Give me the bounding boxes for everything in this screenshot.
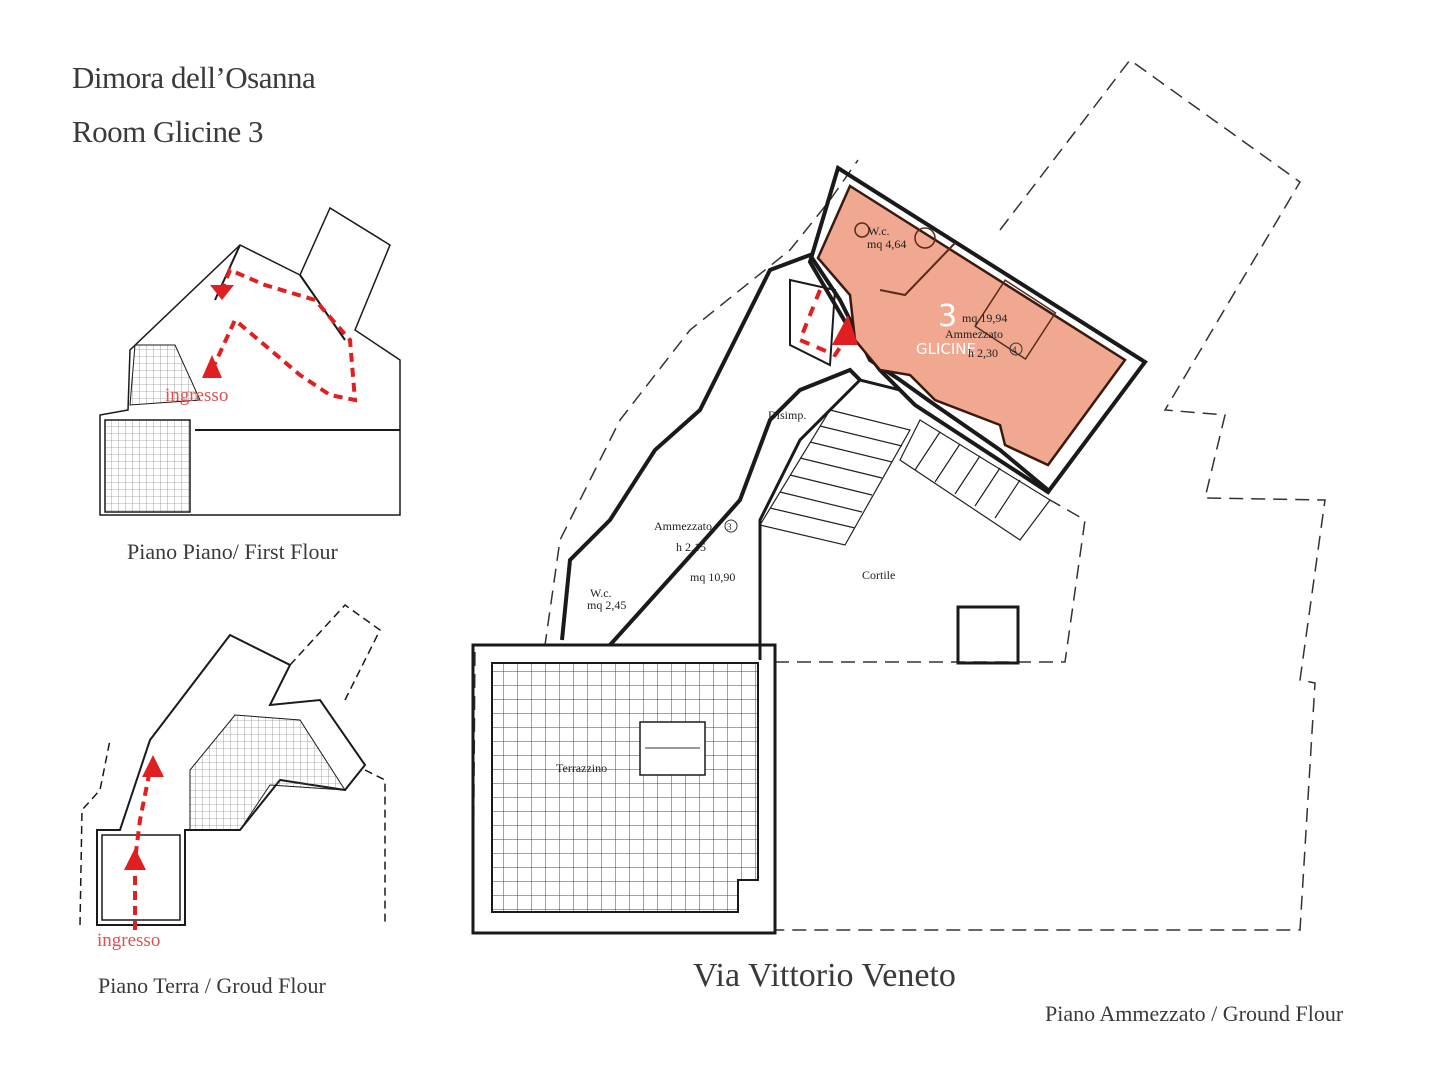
- first-floor-plan: [99, 206, 401, 516]
- stairs: [759, 409, 1051, 546]
- glicine-wc-name: W.c.: [868, 224, 890, 238]
- first-floor-caption: Piano Piano/ First Flour: [127, 539, 338, 564]
- room-glicine-highlight: [816, 184, 1127, 467]
- dashed-boundary-right: [775, 58, 1326, 931]
- ground-floor-caption: Piano Terra / Groud Flour: [98, 973, 326, 998]
- ammezzato-height: h 2,15: [676, 540, 706, 554]
- disimp-label: Disimp.: [768, 408, 806, 422]
- mezzanine-plan: W.c. mq 4,64 3 mq 19,94 Ammezzato GLICIN…: [471, 58, 1326, 935]
- wc2-area: mq 2,45: [587, 598, 626, 612]
- room-glicine-outer: [807, 164, 1148, 495]
- glicine-level: Ammezzato: [945, 327, 1003, 341]
- dashed-cortile: [775, 499, 1086, 663]
- terrazzino-label: Terrazzino: [556, 761, 607, 775]
- glicine-wc-area: mq 4,64: [867, 237, 906, 251]
- room-number: 3: [938, 299, 957, 334]
- cortile-box: [956, 605, 1020, 665]
- terrace-tiles: [491, 662, 759, 913]
- ammezzato-name: Ammezzato: [654, 519, 712, 533]
- room-name: Room Glicine 3: [72, 114, 264, 149]
- route-arrow-main: [797, 289, 847, 358]
- glicine-area: mq 19,94: [962, 311, 1007, 325]
- terrace-outline: [471, 643, 777, 935]
- street-name: Via Vittorio Veneto: [693, 957, 956, 994]
- ground-floor-entrance-label: ingresso: [97, 930, 161, 951]
- room-name-label: GLICINE: [916, 340, 976, 358]
- first-floor-entrance-label: ingresso: [165, 385, 229, 406]
- ammezzato-marker: 3: [727, 522, 732, 532]
- ground-floor-plan: [79, 604, 386, 930]
- property-name: Dimora dell’Osanna: [72, 60, 316, 95]
- glicine-height: h 2,30: [968, 346, 998, 360]
- route-first-floor: [210, 267, 358, 403]
- ammezzato-area: mq 10,90: [690, 570, 735, 584]
- wc2-name: W.c.: [590, 586, 612, 600]
- route-ground-floor: [133, 769, 152, 930]
- mezzanine-caption: Piano Ammezzato / Ground Flour: [1045, 1001, 1344, 1026]
- cortile-label: Cortile: [862, 568, 895, 582]
- glicine-marker: 4: [1012, 345, 1017, 355]
- main-walls: [560, 252, 1050, 641]
